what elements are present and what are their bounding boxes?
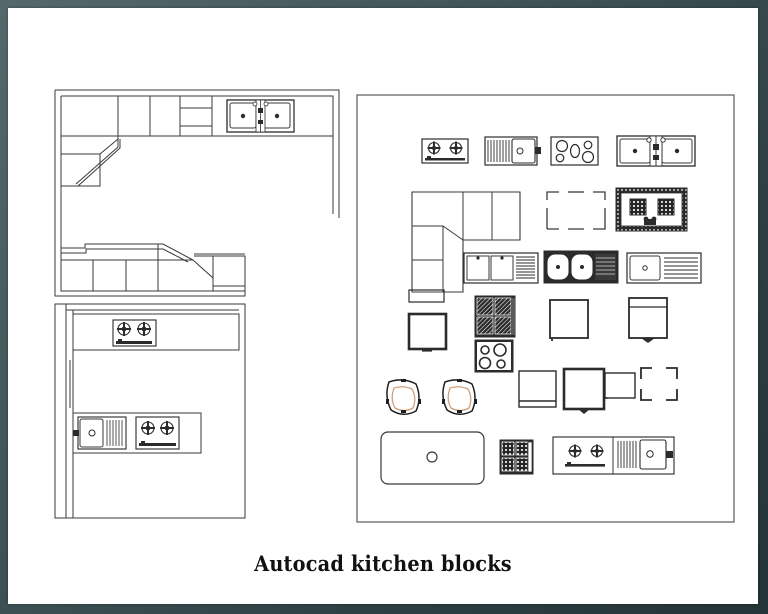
block-hob-4-burner-square[interactable]	[499, 439, 534, 475]
blocks-library-panel[interactable]	[356, 94, 735, 523]
kitchen-plan-lower-left[interactable]	[54, 303, 246, 519]
block-small-cabinet-block[interactable]	[604, 372, 636, 399]
block-dashed-square-block[interactable]	[640, 367, 678, 401]
block-sink-double-drainer[interactable]	[463, 252, 539, 284]
block-washing-machine[interactable]	[628, 297, 668, 343]
block-dashed-appliance-outline[interactable]	[546, 191, 606, 230]
block-sink-inset-double[interactable]	[543, 250, 619, 284]
block-chair-right[interactable]	[442, 379, 477, 415]
block-cooktop-4-circle[interactable]	[474, 339, 514, 373]
block-hob-2-burner-dark[interactable]	[615, 187, 688, 232]
cad-drawing-canvas[interactable]	[8, 8, 758, 604]
block-appliance-square-top[interactable]	[408, 289, 445, 303]
block-dining-table[interactable]	[380, 431, 485, 485]
block-sink-with-drainboard[interactable]	[484, 136, 541, 166]
block-hob-4-burner-cast-iron[interactable]	[474, 295, 516, 338]
plan-hob-upper	[112, 319, 157, 347]
block-gas-hob-2-burner[interactable]	[421, 138, 469, 164]
plan-sink-lower	[73, 416, 127, 450]
block-dishwasher-block[interactable]	[518, 370, 557, 408]
plan-hob-lower	[135, 416, 180, 450]
block-chair-left[interactable]	[386, 379, 421, 415]
block-appliance-square-thick[interactable]	[407, 312, 448, 352]
block-l-shaped-counter[interactable]	[411, 191, 521, 293]
block-sink-single-right-drainer[interactable]	[626, 252, 702, 284]
plan-double-sink	[226, 99, 295, 133]
block-counter-hob-and-sink[interactable]	[552, 436, 675, 475]
kitchen-plan-upper-left[interactable]	[54, 89, 340, 297]
page-title: Autocad kitchen blocks	[254, 551, 512, 576]
block-ceramic-cooktop-4-ring[interactable]	[550, 136, 599, 166]
block-double-bowl-sink[interactable]	[616, 135, 696, 167]
drawing-sheet: Autocad kitchen blocks	[8, 8, 758, 604]
block-appliance-square-plain[interactable]	[549, 299, 589, 341]
block-oven-front-block[interactable]	[562, 367, 606, 414]
